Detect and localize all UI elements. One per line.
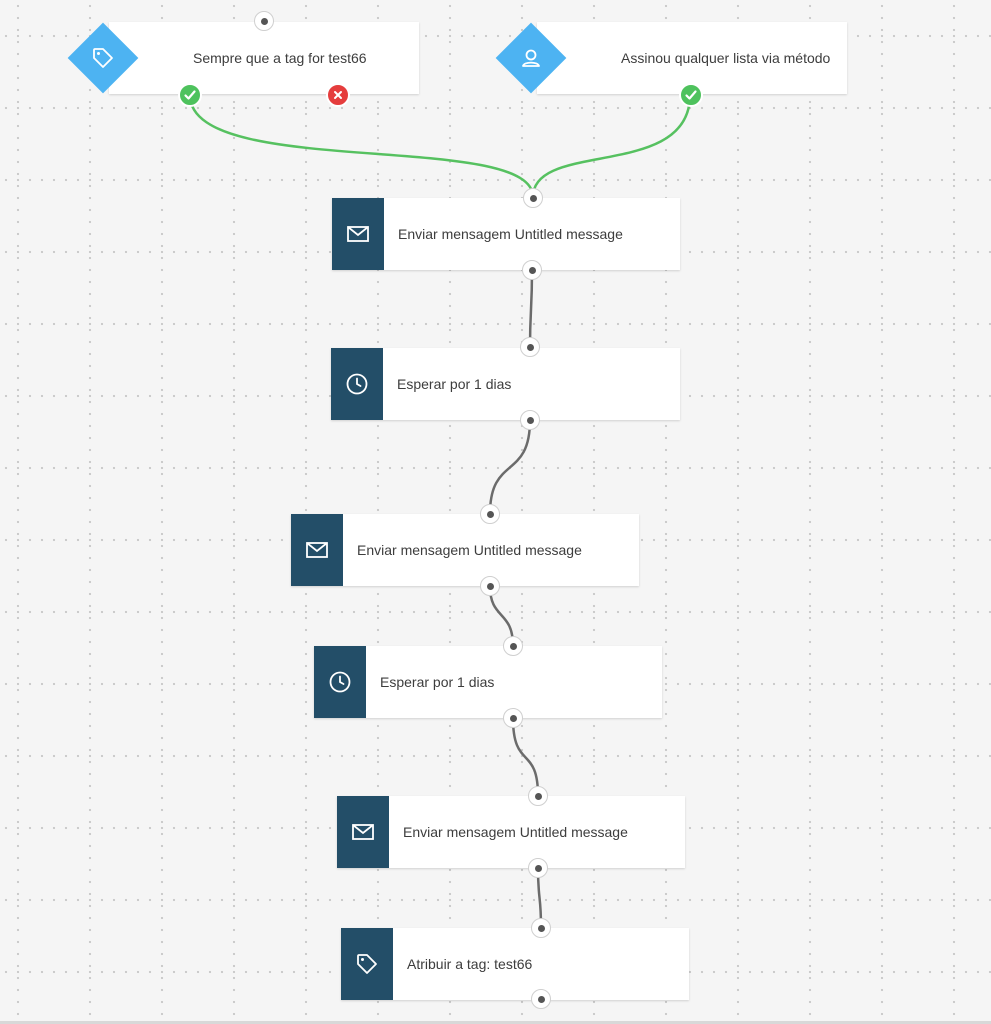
close-icon: [334, 91, 342, 99]
wire-step2-step3: [488, 419, 532, 515]
check-icon: [685, 90, 697, 100]
trigger1-top-port[interactable]: [254, 11, 274, 31]
trigger-node-tag[interactable]: Sempre que a tag for test66: [109, 22, 419, 94]
step-send-message[interactable]: Enviar mensagem Untitled message: [332, 198, 680, 270]
trigger2-yes-port[interactable]: [679, 83, 703, 107]
envelope-icon: [306, 542, 328, 558]
step2-out-port[interactable]: [520, 410, 540, 430]
user-icon: [522, 49, 540, 67]
step-assign-tag[interactable]: Atribuir a tag: test66: [341, 928, 689, 1000]
trigger1-no-port[interactable]: [326, 83, 350, 107]
tag-icon: [357, 954, 377, 974]
step1-in-port[interactable]: [523, 188, 543, 208]
clock-icon: [346, 373, 368, 395]
step-send-message[interactable]: Enviar mensagem Untitled message: [291, 514, 639, 586]
step6-in-port[interactable]: [531, 918, 551, 938]
step-label: Atribuir a tag: test66: [407, 956, 533, 972]
trigger-diamond[interactable]: [67, 22, 139, 94]
clock-icon: [329, 671, 351, 693]
wire-trigger1-yes: [188, 94, 535, 198]
step5-out-port[interactable]: [528, 858, 548, 878]
trigger1-yes-port[interactable]: [178, 83, 202, 107]
trigger-label: Sempre que a tag for test66: [193, 50, 367, 66]
trigger-diamond[interactable]: [495, 22, 567, 94]
step4-out-port[interactable]: [503, 708, 523, 728]
envelope-icon: [347, 226, 369, 242]
step-wait[interactable]: Esperar por 1 dias: [314, 646, 662, 718]
step1-out-port[interactable]: [522, 260, 542, 280]
wire-trigger2-yes: [531, 94, 692, 198]
canvas-bottom-edge: [0, 1021, 991, 1024]
step5-in-port[interactable]: [528, 786, 548, 806]
step-send-message[interactable]: Enviar mensagem Untitled message: [337, 796, 685, 868]
trigger-node-list[interactable]: Assinou qualquer lista via método: [537, 22, 847, 94]
envelope-icon: [352, 824, 374, 840]
wire-step4-step5: [511, 717, 540, 797]
step3-in-port[interactable]: [480, 504, 500, 524]
step4-in-port[interactable]: [503, 636, 523, 656]
step-label: Esperar por 1 dias: [397, 376, 512, 392]
step6-out-port[interactable]: [531, 989, 551, 1009]
step-label: Esperar por 1 dias: [380, 674, 495, 690]
step3-out-port[interactable]: [480, 576, 500, 596]
check-icon: [184, 90, 196, 100]
trigger-label: Assinou qualquer lista via método: [621, 50, 831, 66]
step-label: Enviar mensagem Untitled message: [398, 226, 623, 242]
step-label: Enviar mensagem Untitled message: [403, 824, 628, 840]
step-wait[interactable]: Esperar por 1 dias: [331, 348, 680, 420]
tag-icon: [93, 48, 113, 68]
step2-in-port[interactable]: [520, 337, 540, 357]
wire-step1-step2: [528, 269, 534, 348]
step-label: Enviar mensagem Untitled message: [357, 542, 582, 558]
